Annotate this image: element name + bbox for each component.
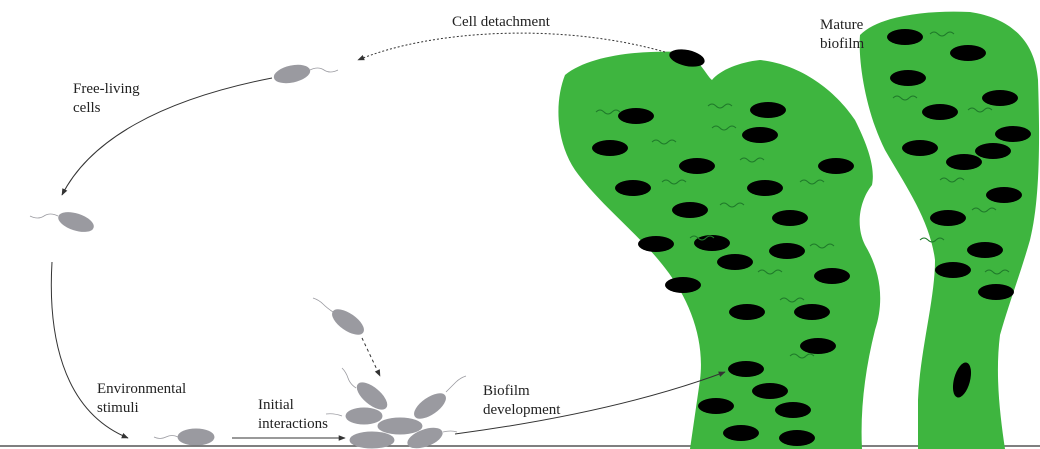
free-cell: [273, 62, 312, 85]
free-cell: [178, 429, 214, 445]
embedded-cell: [794, 304, 830, 320]
embedded-cell: [728, 361, 764, 377]
embedded-cell: [950, 45, 986, 61]
embedded-cell: [752, 383, 788, 399]
free-cell: [56, 209, 95, 235]
arrow-incoming-cell: [362, 338, 380, 376]
embedded-cell: [665, 277, 701, 293]
embedded-cell: [946, 154, 982, 170]
embedded-cell: [615, 180, 651, 196]
embedded-cell: [935, 262, 971, 278]
embedded-cell: [698, 398, 734, 414]
embedded-cell: [723, 425, 759, 441]
label-cell-detachment: Cell detachment: [452, 13, 550, 32]
embedded-cell: [769, 243, 805, 259]
embedded-cell: [887, 29, 923, 45]
embedded-cell: [902, 140, 938, 156]
embedded-cell: [975, 143, 1011, 159]
embedded-cell: [729, 304, 765, 320]
label-free-living-cells: Free-living cells: [73, 80, 140, 118]
embedded-cell: [982, 90, 1018, 106]
embedded-cell: [672, 202, 708, 218]
attaching-cell: [350, 432, 394, 448]
label-environmental-stimuli: Environmental stimuli: [97, 380, 186, 418]
embedded-cell: [750, 102, 786, 118]
embedded-cell: [679, 158, 715, 174]
embedded-cell: [694, 235, 730, 251]
embedded-cell: [747, 180, 783, 196]
embedded-cell: [818, 158, 854, 174]
embedded-cell: [978, 284, 1014, 300]
label-initial-interactions: Initial interactions: [258, 396, 328, 434]
attaching-cell: [378, 418, 422, 434]
embedded-cell: [717, 254, 753, 270]
biofilm-tower-right: [860, 12, 1039, 449]
embedded-cell: [967, 242, 1003, 258]
embedded-cell: [638, 236, 674, 252]
embedded-cell: [930, 210, 966, 226]
embedded-cell: [592, 140, 628, 156]
approaching-cell: [329, 305, 368, 339]
embedded-cell: [742, 127, 778, 143]
attaching-cell: [411, 389, 450, 423]
embedded-cell: [800, 338, 836, 354]
gray-cells: [30, 62, 466, 449]
embedded-cell: [618, 108, 654, 124]
embedded-cell: [995, 126, 1031, 142]
embedded-cell: [890, 70, 926, 86]
embedded-cell: [772, 210, 808, 226]
embedded-cell: [986, 187, 1022, 203]
label-biofilm-development: Biofilm development: [483, 382, 560, 420]
embedded-cell: [922, 104, 958, 120]
embedded-cell: [814, 268, 850, 284]
embedded-cell: [775, 402, 811, 418]
attaching-cell: [346, 408, 382, 424]
embedded-cell: [779, 430, 815, 446]
label-mature-biofilm: Mature biofilm: [820, 16, 864, 54]
